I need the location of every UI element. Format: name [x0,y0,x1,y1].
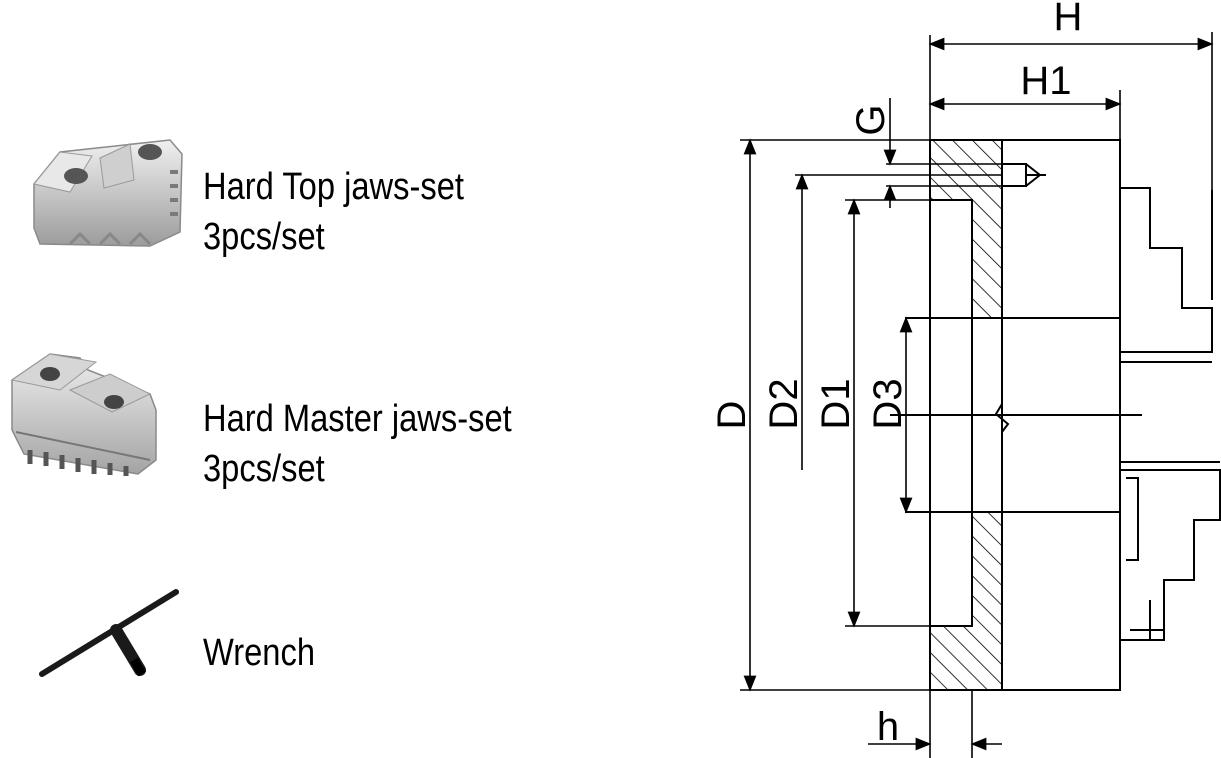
top-jaw-subtitle: 3pcs/set [203,216,325,258]
master-jaw-icon [10,353,157,476]
center-bore [890,317,1142,513]
dim-label-D1: D1 [814,378,858,429]
dim-label-D3: D3 [866,378,910,429]
master-jaw-subtitle: 3pcs/set [203,448,325,490]
wrench-icon [39,589,179,677]
dim-label-G: G [849,104,893,135]
master-jaw-caption: Hard Master jaws-set 3pcs/set [203,394,512,494]
dim-label-D: D [710,401,754,430]
dim-label-H1: H1 [1020,59,1071,103]
dimension-lines [743,37,1214,751]
dim-label-H: H [1054,0,1083,39]
top-jaw-icon [33,139,183,247]
dim-label-h: h [877,705,899,749]
master-jaw-title: Hard Master jaws-set [203,398,512,440]
top-jaw-caption: Hard Top jaws-set 3pcs/set [203,162,464,262]
mounting-bolt [1001,163,1046,187]
wrench-title: Wrench [203,632,316,674]
top-jaw-title: Hard Top jaws-set [203,166,464,208]
dim-label-D2: D2 [762,378,806,429]
extension-lines [740,32,1213,758]
wrench-caption: Wrench [203,628,315,678]
